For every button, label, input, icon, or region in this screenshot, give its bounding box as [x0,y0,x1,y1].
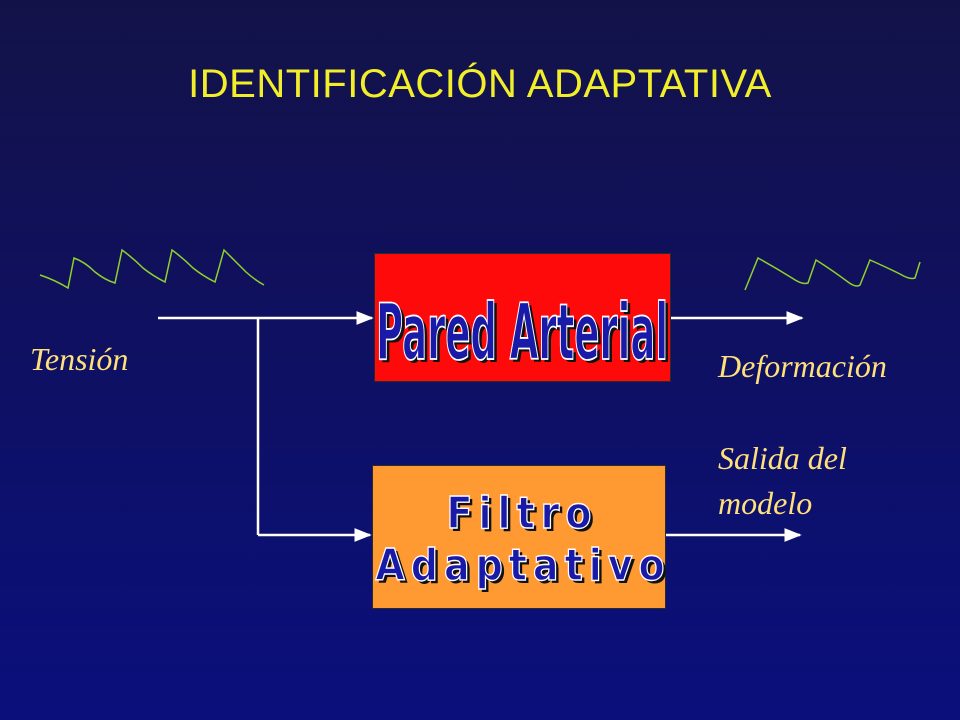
model-output-label-line1: Salida del [718,440,847,476]
system-label-shadow: Pared Arterial [379,292,671,381]
filter-label-line1-shadow: Filtro [450,490,601,541]
filter-label-line1: Filtro [447,487,598,538]
input-label: Tensión [30,341,129,377]
filter-label-line2: Adaptativo [375,539,670,590]
slide-title: IDENTIFICACIÓN ADAPTATIVA [188,62,772,106]
input-waveform [39,248,265,290]
system-block [374,253,671,382]
filter-label-line2-shadow: Adaptativo [378,542,673,593]
filter-block [372,465,666,609]
output-label: Deformación [718,348,887,384]
output-waveform [744,256,921,291]
model-output-label-line2: modelo [718,485,813,521]
system-label: Pared Arterial [376,289,668,378]
